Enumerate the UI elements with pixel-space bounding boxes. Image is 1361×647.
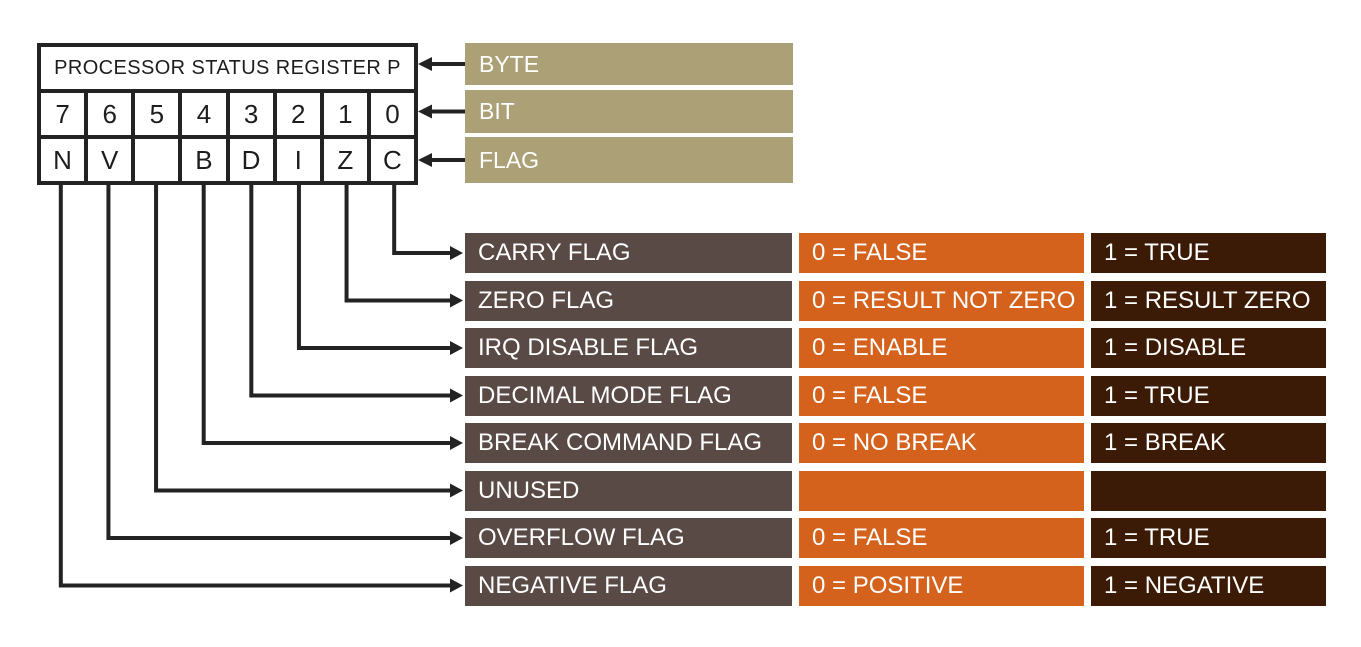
- bit-3-connector-arrow-icon: [249, 183, 463, 403]
- bit-0-connector-arrow-icon: [392, 183, 463, 260]
- one-value-cell-zero-flag: 1 = RESULT ZERO: [1091, 280, 1326, 321]
- bit-cell-7: 7: [41, 93, 85, 135]
- bit-4-connector-arrow-icon: [201, 183, 463, 450]
- zero-value-cell-unused: [799, 470, 1084, 511]
- flag-name-cell-carry-flag: CARRY FLAG: [465, 233, 792, 273]
- one-value-cell-unused: [1091, 470, 1326, 511]
- one-value-cell-irq-disable-flag: 1 = DISABLE: [1091, 328, 1326, 368]
- bit-cell-6: 6: [88, 93, 132, 135]
- bit-cell-4: 4: [182, 93, 226, 135]
- bit-1-connector-arrow-icon: [344, 183, 463, 308]
- flag-name-cell-zero-flag: ZERO FLAG: [465, 280, 792, 321]
- one-value-cell-negative-flag: 1 = NEGATIVE: [1091, 565, 1326, 606]
- flag-left-arrow-icon: [418, 153, 465, 167]
- zero-value-cell-decimal-mode-flag: 0 = FALSE: [799, 375, 1084, 416]
- one-value-cell-break-command-flag: 1 = BREAK: [1091, 423, 1326, 463]
- flag-name-cell-break-command-flag: BREAK COMMAND FLAG: [465, 423, 792, 463]
- flag-pointer-label: FLAG: [465, 137, 793, 183]
- flag-cell-v: V: [88, 139, 132, 181]
- bit-cell-1: 1: [323, 93, 367, 135]
- flag-name-cell-irq-disable-flag: IRQ DISABLE FLAG: [465, 328, 792, 368]
- flag-cell-z: Z: [323, 139, 367, 181]
- bit-pointer-label: BIT: [465, 90, 793, 133]
- bit-5-connector-arrow-icon: [154, 183, 463, 498]
- bit-cell-2: 2: [276, 93, 320, 135]
- zero-value-cell-irq-disable-flag: 0 = ENABLE: [799, 328, 1084, 368]
- flag-name-cell-negative-flag: NEGATIVE FLAG: [465, 565, 792, 606]
- bit-cell-0: 0: [370, 93, 414, 135]
- bit-2-connector-arrow-icon: [296, 183, 463, 355]
- zero-value-cell-negative-flag: 0 = POSITIVE: [799, 565, 1084, 606]
- zero-value-cell-overflow-flag: 0 = FALSE: [799, 518, 1084, 558]
- flag-cell-i: I: [276, 139, 320, 181]
- bit-7-connector-arrow-icon: [58, 183, 463, 593]
- bit-cell-5: 5: [135, 93, 179, 135]
- zero-value-cell-zero-flag: 0 = RESULT NOT ZERO: [799, 280, 1084, 321]
- flag-name-cell-unused: UNUSED: [465, 470, 792, 511]
- bit-cell-3: 3: [229, 93, 273, 135]
- flag-name-cell-overflow-flag: OVERFLOW FLAG: [465, 518, 792, 558]
- flag-name-cell-decimal-mode-flag: DECIMAL MODE FLAG: [465, 375, 792, 416]
- flag-cell-d: D: [229, 139, 273, 181]
- zero-value-cell-break-command-flag: 0 = NO BREAK: [799, 423, 1084, 463]
- one-value-cell-carry-flag: 1 = TRUE: [1091, 233, 1326, 273]
- flag-cell-b: B: [182, 139, 226, 181]
- bit-6-connector-arrow-icon: [106, 183, 463, 545]
- byte-pointer-label: BYTE: [465, 43, 793, 85]
- zero-value-cell-carry-flag: 0 = FALSE: [799, 233, 1084, 273]
- flag-cell-blank: [135, 139, 179, 181]
- one-value-cell-decimal-mode-flag: 1 = TRUE: [1091, 375, 1326, 416]
- flag-cell-n: N: [41, 139, 85, 181]
- byte-left-arrow-icon: [418, 57, 465, 71]
- one-value-cell-overflow-flag: 1 = TRUE: [1091, 518, 1326, 558]
- flag-cell-c: C: [370, 139, 414, 181]
- register-title: PROCESSOR STATUS REGISTER P: [41, 47, 414, 89]
- bit-left-arrow-icon: [418, 104, 465, 119]
